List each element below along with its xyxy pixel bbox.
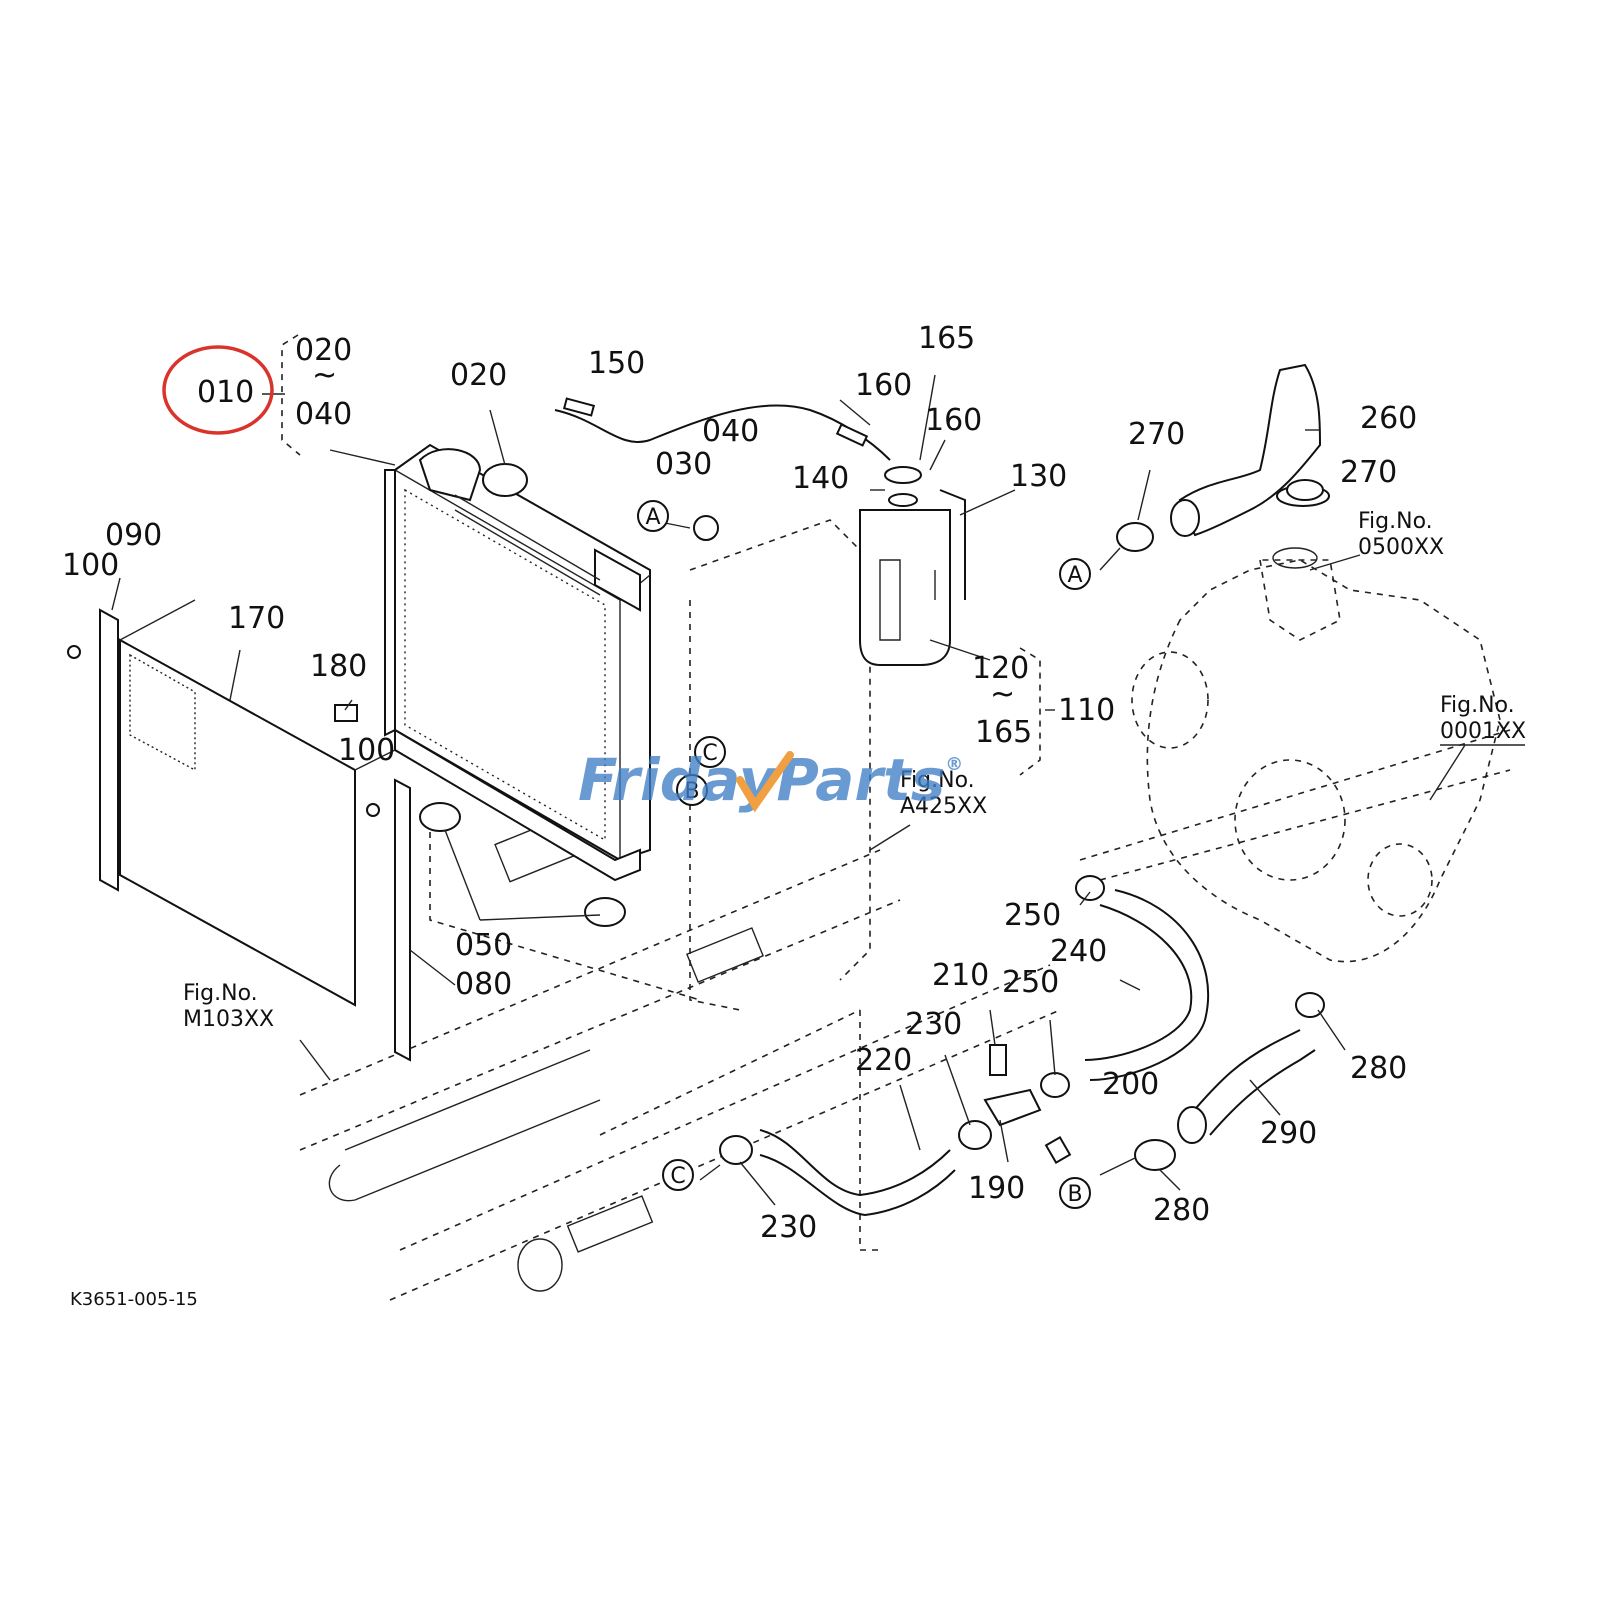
callout-220: 220 <box>855 1043 912 1078</box>
fig-ref-title: Fig.No. <box>183 981 258 1006</box>
connector-a: A <box>1067 563 1082 588</box>
connection-markers: A A B B C C <box>637 500 1091 1209</box>
fig-ref-number: M103XX <box>183 1007 274 1032</box>
callout-230: 230 <box>905 1007 962 1042</box>
callout-160-second: 160 <box>925 403 982 438</box>
callout-170: 170 <box>228 601 285 636</box>
callout-110: 110 <box>1058 693 1115 728</box>
radiator <box>384 443 651 882</box>
engine-block <box>1131 547 1501 963</box>
checkmark-icon <box>736 751 794 813</box>
callout-250-second: 250 <box>1002 965 1059 1000</box>
watermark-logo: FridayParts® <box>578 746 963 814</box>
callout-290: 290 <box>1260 1116 1317 1151</box>
connector-c: C <box>702 741 717 766</box>
callout-020-radiator-cap: 020 <box>450 358 507 393</box>
hose-clamps <box>67 479 1325 1171</box>
figure-references: Fig.No. 0500XX Fig.No. 0001XX Fig.No. A4… <box>183 509 1526 1032</box>
upper-hose <box>1116 363 1330 552</box>
fig-ref-number: A425XX <box>900 794 987 819</box>
callout-280: 280 <box>1350 1051 1407 1086</box>
callout-040: 040 <box>295 397 352 432</box>
callout-100: 100 <box>62 548 119 583</box>
callout-080: 080 <box>455 967 512 1002</box>
drain-cock-icon <box>334 704 358 722</box>
callout-260: 260 <box>1360 401 1417 436</box>
callout-165: 165 <box>918 321 975 356</box>
callout-210: 210 <box>932 958 989 993</box>
radiator-cap-icon <box>482 463 528 497</box>
callout-250: 250 <box>1004 898 1061 933</box>
callout-240: 240 <box>1050 934 1107 969</box>
callout-050: 050 <box>455 928 512 963</box>
highlight-circle <box>162 345 274 435</box>
callout-120: 120 <box>972 651 1029 686</box>
callout-020: 020 <box>295 333 352 368</box>
drain-plug-icon <box>989 1044 1007 1076</box>
callout-165-second: 165 <box>975 715 1032 750</box>
callout-range-tilde: ~ <box>312 358 337 393</box>
callout-140: 140 <box>792 461 849 496</box>
callout-190: 190 <box>968 1171 1025 1206</box>
lower-hoses <box>759 889 1316 1217</box>
fig-ref-number: 0500XX <box>1358 535 1444 560</box>
part-callouts: 010 020 ~ 040 020 150 165 160 160 040 03… <box>62 321 1417 1245</box>
callout-010: 010 <box>197 375 254 410</box>
callout-100-second: 100 <box>338 733 395 768</box>
cushion-rubber-icon <box>419 802 461 832</box>
drain-fitting <box>983 1088 1042 1127</box>
callout-200: 200 <box>1102 1067 1159 1102</box>
connector-b: B <box>684 779 699 804</box>
bushing-icon <box>693 515 719 541</box>
callout-280-second: 280 <box>1153 1193 1210 1228</box>
reservoir-tank <box>859 466 966 666</box>
fig-ref-title: Fig.No. <box>1440 693 1515 718</box>
connector-b: B <box>1067 1182 1082 1207</box>
diagram-code: K3651-005-15 <box>70 1289 198 1310</box>
callout-270-second: 270 <box>1340 455 1397 490</box>
overflow-hose <box>554 397 891 461</box>
callout-230-second: 230 <box>760 1210 817 1245</box>
callout-180: 180 <box>310 649 367 684</box>
callout-030: 030 <box>655 447 712 482</box>
fig-ref-number: 0001XX <box>1440 719 1526 744</box>
fig-ref-title: Fig.No. <box>1358 509 1433 534</box>
callout-130: 130 <box>1010 459 1067 494</box>
callout-160: 160 <box>855 368 912 403</box>
bolt-icon <box>67 645 81 659</box>
callout-090: 090 <box>105 518 162 553</box>
watermark-text: FridayParts® <box>578 746 963 814</box>
callout-range-tilde-2: ~ <box>990 677 1015 712</box>
callout-150: 150 <box>588 346 645 381</box>
callout-040-second: 040 <box>702 414 759 449</box>
callout-270: 270 <box>1128 417 1185 452</box>
condenser-panel <box>99 599 411 1062</box>
leader-lines <box>111 334 1466 1206</box>
connector-a: A <box>645 505 660 530</box>
connector-c: C <box>670 1164 685 1189</box>
fig-ref-title: Fig.No. <box>900 768 975 793</box>
